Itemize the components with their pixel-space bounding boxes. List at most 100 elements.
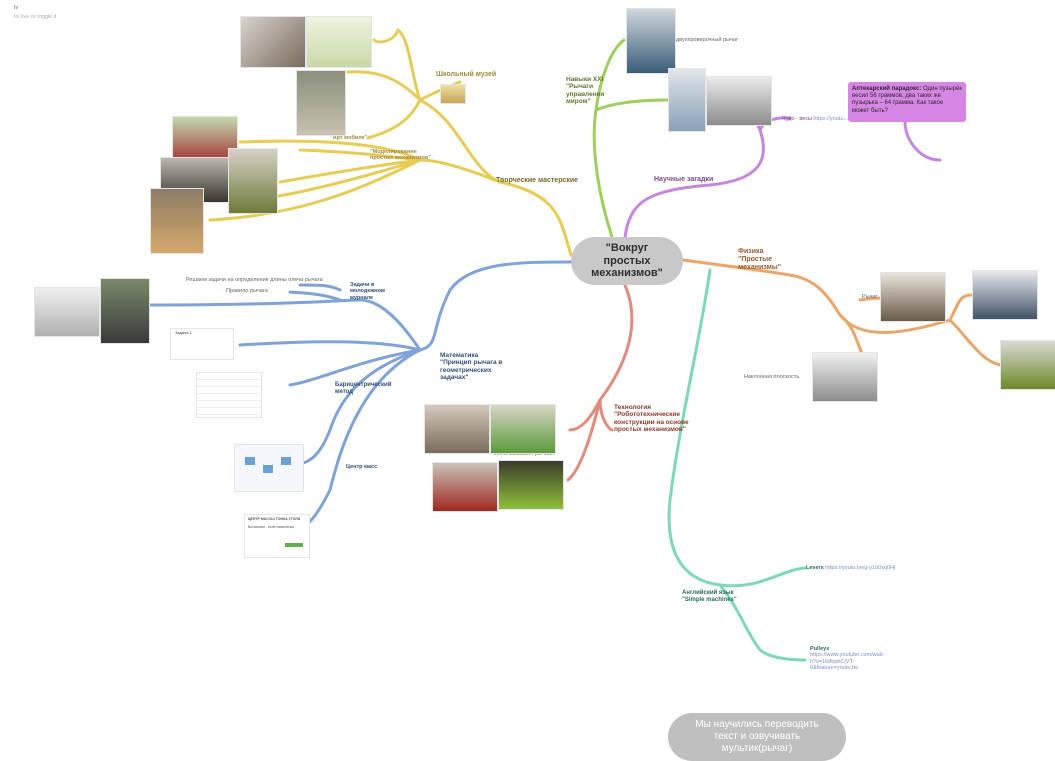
doc-barycentric[interactable]	[196, 372, 262, 418]
corner-label-1: Iv	[14, 5, 19, 11]
technology-line-1: Технология	[614, 404, 652, 411]
barycentric-line-1: Барицентрический	[335, 382, 392, 388]
doc-mass-center-sub: Вычислим - попе изменения	[248, 525, 295, 529]
skills-line-1: Навыки XXI	[566, 76, 604, 83]
photo-incline[interactable]	[812, 352, 878, 402]
math-line-2: "Принцип рычага в	[440, 359, 503, 367]
photo-lever-cards-1[interactable]	[626, 8, 676, 74]
technology-line-3: конструкции на основе	[614, 418, 689, 426]
math-line-4: задачах"	[440, 374, 469, 382]
museum-icon-image[interactable]	[440, 84, 466, 104]
branch-physics-label[interactable]: Физика "Простые механизмы"	[738, 248, 781, 272]
callout-title: Аптекарский парадокс:	[852, 86, 922, 92]
photo-robotics-3[interactable]	[432, 462, 498, 512]
photo-robotics-1[interactable]	[424, 404, 490, 454]
pulleys-link-1[interactable]: https://www.youtube.com/watc	[810, 652, 884, 659]
branch-english-lines	[667, 268, 807, 662]
doc-task-1-title: Задача 1	[175, 330, 192, 335]
photo-lever-physics-1[interactable]	[880, 272, 946, 322]
branch-technology-lines	[566, 283, 634, 482]
doc-diagram-box-3	[281, 457, 291, 465]
summary-line-1: Мы научились переводить	[695, 719, 819, 730]
golden-rule-label[interactable]: Правило рычага	[226, 288, 268, 294]
tasks-line-3: журнале	[350, 294, 374, 301]
incline-label[interactable]: Наклонная плоскость	[744, 374, 800, 380]
english-line-1: Английский язык	[682, 590, 734, 596]
branch-technology-label[interactable]: Технология "Робототехнические конструкци…	[614, 404, 689, 434]
photo-modeling-4[interactable]	[150, 188, 204, 254]
levers-label: Levers	[806, 565, 824, 571]
photo-robotics-4[interactable]	[498, 460, 564, 510]
photo-math-task-1[interactable]	[34, 287, 100, 337]
photo-math-task-2[interactable]	[100, 278, 150, 344]
physics-line-3: механизмы"	[738, 264, 782, 272]
modeling-line-2: простых механизмов"	[370, 155, 431, 162]
photo-workshop-2[interactable]	[306, 16, 372, 68]
math-line-3: геометрических	[440, 366, 492, 374]
branch-modeling-label[interactable]: "Моделирование простых механизмов"	[370, 149, 431, 162]
using-lever-label[interactable]: Использование рычага	[494, 451, 553, 457]
doc-diagram-box-1	[245, 457, 255, 465]
modeling-line-1: "Моделирование	[370, 149, 417, 155]
levers-item[interactable]: Levers https://youtu.be/g-y1b0xq0Hj	[806, 565, 895, 571]
english-line-2: "Simple machines"	[682, 596, 737, 603]
branch-science-label[interactable]: Научные загадки	[654, 176, 714, 183]
summary-line-3: мультик(рычаг)	[721, 743, 793, 754]
photo-robotics-2[interactable]	[490, 404, 556, 454]
branch-skills-label[interactable]: Навыки XXI "Рычаги управления миром"	[566, 76, 604, 106]
central-topic-line-2: простых	[603, 254, 651, 267]
tasks-journal-label[interactable]: Задачи в молодежном журнале	[350, 282, 385, 301]
pulleys-item[interactable]: Pulleys https://www.youtube.com/watc h?v…	[810, 646, 884, 671]
photo-lever-physics-3[interactable]	[1000, 340, 1055, 390]
doc-mass-center-title: ЦЕНТР МАССЫ ТОНКА УГОЛА	[248, 517, 301, 521]
branch-creative-label[interactable]: Творческие мастерские	[496, 177, 579, 184]
branch-art-mobile-label[interactable]: "Арт мобиле"	[330, 135, 368, 141]
barycentric-line-2: метод	[335, 388, 353, 395]
doc-mass-center[interactable]: ЦЕНТР МАССЫ ТОНКА УГОЛА Вычислим - попе …	[244, 514, 310, 558]
callout-text: Один пузырёк весил 56 граммов, два таких…	[852, 86, 962, 114]
barycentric-label[interactable]: Барицентрический метод	[335, 382, 391, 396]
levers-link[interactable]: https://youtu.be/g-y1b0xq0Hj	[825, 565, 896, 571]
pulleys-link-2[interactable]: h?v=1b8bphCIVT-	[810, 658, 855, 665]
branch-english-label[interactable]: Английский язык "Simple machines"	[682, 590, 737, 604]
summary-bubble[interactable]: Мы научились переводить текст и озвучива…	[668, 713, 846, 761]
wonder-scales-item[interactable]: Чудо - весы https://youtu...	[782, 116, 848, 122]
central-topic-line-1: "Вокруг	[605, 242, 649, 255]
task-solve-label[interactable]: Решаем задачи на определение длины плеча…	[186, 277, 323, 283]
skills-line-4: миром"	[566, 98, 591, 106]
technology-line-2: "Робототехнические	[614, 411, 680, 419]
photo-lever-physics-2[interactable]	[972, 270, 1038, 320]
technology-line-4: простых механизмов"	[614, 426, 686, 434]
tasks-line-1: Задачи в	[350, 282, 375, 288]
photo-art-mobile[interactable]	[296, 70, 346, 136]
doc-mass-center-bar	[285, 543, 303, 547]
doc-diagram-box-2	[263, 465, 273, 473]
pulleys-link-3[interactable]: 6&feature=youtu.be	[810, 664, 859, 671]
wonder-scales-link[interactable]: https://youtu...	[813, 116, 849, 122]
doc-task-1[interactable]: Задача 1	[170, 328, 234, 360]
doc-diagram[interactable]	[234, 444, 304, 492]
photo-lever-cards-2[interactable]	[668, 68, 706, 132]
wonder-scales-label: Чудо - весы	[782, 116, 813, 122]
summary-line-2: текст и озвучивать	[713, 731, 801, 742]
math-line-1: Математика	[440, 352, 479, 359]
tasks-line-2: молодежном	[350, 288, 385, 295]
branch-skills-lines	[592, 38, 670, 239]
physics-line-1: Физика	[738, 248, 764, 255]
double-lever-label[interactable]: двухпроверочный рычаг	[676, 37, 738, 43]
branch-math-label[interactable]: Математика "Принцип рычага в геометричес…	[440, 352, 502, 382]
skills-line-2: "Рычаги	[566, 83, 594, 91]
lever-label[interactable]: Рычаг	[862, 294, 878, 300]
photo-lever-cards-3[interactable]	[706, 76, 772, 126]
mass-center-label[interactable]: Центр масс	[346, 464, 378, 470]
pulleys-label: Pulleys	[810, 646, 830, 652]
pharmacist-paradox-callout[interactable]: Аптекарский парадокс: Один пузырёк весил…	[848, 82, 966, 122]
photo-workshop-1[interactable]	[240, 16, 306, 68]
photo-modeling-3[interactable]	[228, 148, 278, 214]
central-topic-line-3: механизмов"	[591, 267, 663, 280]
physics-line-2: "Простые	[738, 256, 773, 264]
skills-line-3: управления	[566, 90, 605, 98]
branch-museum-label[interactable]: Школьный музей	[436, 71, 497, 78]
corner-label-2: Iiv live or toggle it	[14, 14, 57, 20]
central-topic[interactable]: "Вокруг простых механизмов"	[571, 237, 683, 285]
